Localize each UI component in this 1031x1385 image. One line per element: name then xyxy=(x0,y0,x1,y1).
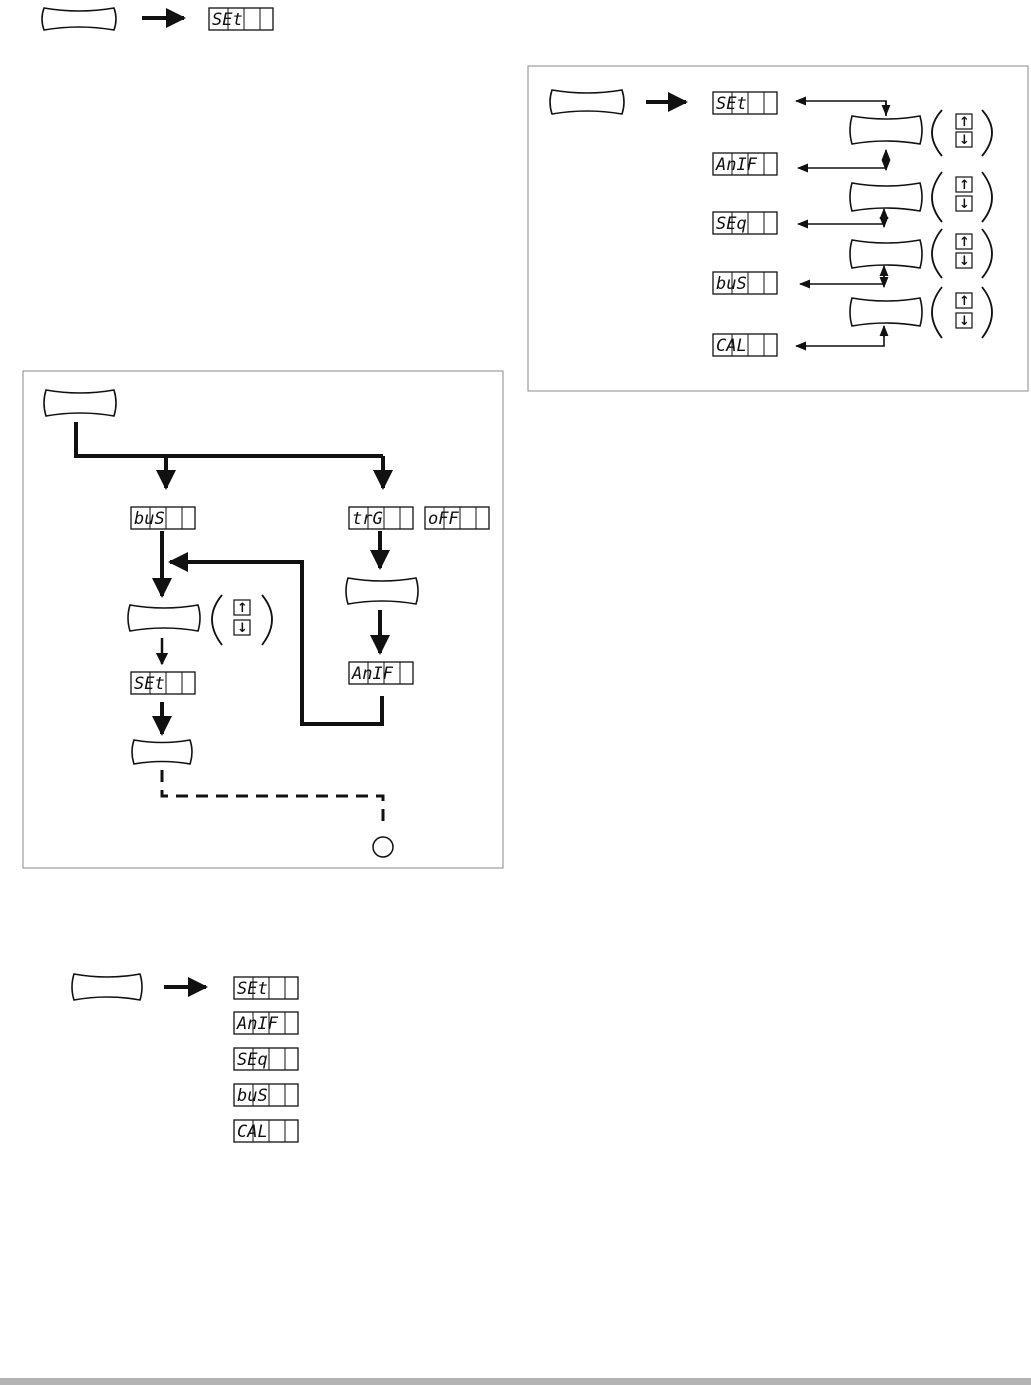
display-set: SEt xyxy=(712,91,778,115)
paren-left-icon xyxy=(931,109,943,157)
up-glyph: ↑ xyxy=(959,294,970,309)
paren-left-icon xyxy=(211,594,223,646)
bus-trigger-flowchart: buS trG oFF AnIF ↑ ↓ xyxy=(22,370,504,869)
paren-right-icon xyxy=(981,228,993,279)
paren-left-icon xyxy=(931,286,943,339)
down-glyph: ↓ xyxy=(959,197,970,212)
up-glyph: ↑ xyxy=(237,601,248,616)
down-glyph: ↓ xyxy=(959,314,970,329)
key-button-icon xyxy=(849,115,923,145)
down-glyph: ↓ xyxy=(237,621,248,636)
display-seq: SEq xyxy=(233,1047,299,1071)
display-text: oFF xyxy=(428,509,459,529)
display-anif: AnIF xyxy=(712,152,778,176)
top-key-sequence: SEt xyxy=(41,7,274,31)
paren-left-icon xyxy=(931,228,943,279)
key-button-icon xyxy=(849,297,923,327)
up-down-key-icon: ↑ ↓ xyxy=(955,233,973,269)
up-glyph: ↑ xyxy=(959,235,970,250)
display-text: buS xyxy=(134,509,165,529)
key-button-icon xyxy=(43,389,117,417)
up-down-key-icon: ↑ ↓ xyxy=(955,292,973,329)
up-down-key-icon: ↑ ↓ xyxy=(955,113,973,148)
display-off: oFF xyxy=(424,506,490,530)
display-text: buS xyxy=(716,274,747,294)
display-text: AnIF xyxy=(351,664,394,684)
circle-node-icon xyxy=(372,836,394,858)
diagram-frame xyxy=(527,65,1029,392)
display-text: CAL xyxy=(237,1122,268,1142)
return-connectors xyxy=(794,96,891,351)
display-text: trG xyxy=(352,509,383,529)
display-text: SEq xyxy=(716,214,747,234)
display-text: buS xyxy=(237,1086,268,1106)
up-down-key-icon: ↑ ↓ xyxy=(955,176,973,212)
display-set: SEt xyxy=(130,671,196,695)
display-text: AnIF xyxy=(236,1014,279,1034)
display-set: SEt xyxy=(233,976,299,1000)
display-bus: buS xyxy=(712,271,778,295)
display-text: SEt xyxy=(212,10,243,30)
menu-list-sequence: SEt AnIF SEq buS CAL xyxy=(71,973,299,1143)
key-button-icon xyxy=(849,182,923,212)
display-anif: AnIF xyxy=(348,661,414,685)
menu-navigation-diagram: SEt AnIF SEq buS CAL xyxy=(527,65,1029,392)
paren-right-icon xyxy=(981,171,993,223)
menu-step-3: ↑ ↓ xyxy=(849,228,993,279)
down-glyph: ↓ xyxy=(959,133,970,148)
up-down-key-icon: ↑ ↓ xyxy=(233,599,251,636)
display-text: SEt xyxy=(716,94,747,114)
display-text: AnIF xyxy=(715,155,758,175)
key-button-icon xyxy=(127,604,201,632)
display-text: SEt xyxy=(237,979,268,999)
key-button-icon xyxy=(71,973,143,1001)
key-button-icon xyxy=(849,239,923,269)
display-text: SEq xyxy=(237,1050,268,1070)
menu-step-4: ↑ ↓ xyxy=(849,286,993,339)
key-button-icon xyxy=(549,89,625,115)
display-seq: SEq xyxy=(712,211,778,235)
display-text: CAL xyxy=(716,336,747,356)
display-cal: CAL xyxy=(712,333,778,357)
display-bus: buS xyxy=(130,506,196,530)
bus-select-step: ↑ ↓ xyxy=(127,594,273,646)
display-trg: trG xyxy=(348,506,414,530)
menu-step-2: ↑ ↓ xyxy=(849,171,993,223)
display-bus: buS xyxy=(233,1083,299,1107)
menu-step-1: ↑ ↓ xyxy=(849,109,993,157)
display-anif: AnIF xyxy=(233,1011,299,1035)
paren-right-icon xyxy=(981,109,993,157)
footer-bar xyxy=(0,1378,1031,1385)
up-glyph: ↑ xyxy=(959,178,970,193)
key-button-icon xyxy=(41,7,117,31)
key-button-icon xyxy=(131,739,193,765)
paren-left-icon xyxy=(931,171,943,223)
flow-lines xyxy=(74,422,393,828)
diagram-frame xyxy=(22,370,504,869)
paren-right-icon xyxy=(981,286,993,339)
display-set: SEt xyxy=(208,7,274,31)
display-cal: CAL xyxy=(233,1119,299,1143)
display-text: SEt xyxy=(134,674,165,694)
key-button-icon xyxy=(345,577,419,605)
paren-right-icon xyxy=(261,594,273,646)
down-glyph: ↓ xyxy=(959,254,970,269)
up-glyph: ↑ xyxy=(959,115,970,130)
